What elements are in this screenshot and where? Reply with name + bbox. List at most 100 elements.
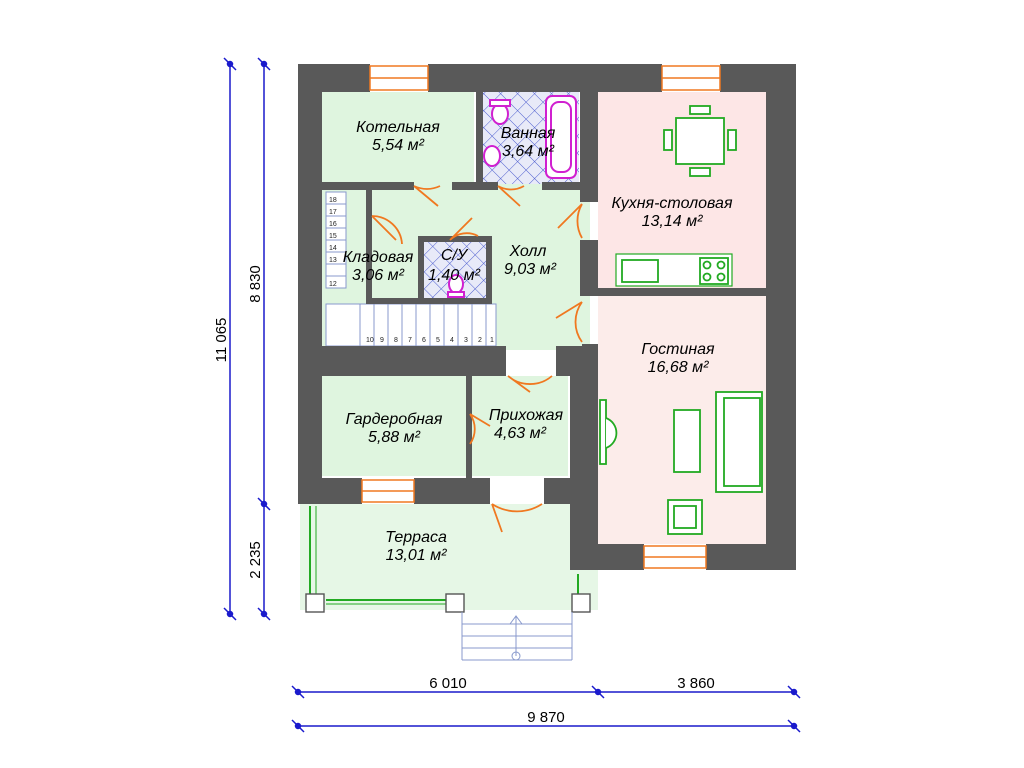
wall-hall-upper-3: [542, 182, 582, 190]
entry-steps: [461, 612, 573, 661]
room-name: Кухня-столовая: [612, 195, 733, 212]
doors: [371, 185, 583, 533]
door-wc: [449, 217, 479, 241]
dimension-label: 6 010: [429, 675, 467, 692]
step-number: 7: [408, 337, 412, 344]
wall-pantry-top-2: [418, 236, 492, 242]
dimension-labels: 6 010 3 860 9 870 11 065 8 830 2 235: [213, 265, 715, 726]
terrace-post: [445, 593, 465, 613]
room-area: 5,54 м²: [372, 137, 425, 154]
dimension-label: 9 870: [527, 709, 565, 726]
step-number: 4: [450, 337, 454, 344]
room-name: Кладовая: [343, 249, 414, 266]
wardrobe-floor: [322, 376, 468, 476]
step-number: 13: [329, 257, 337, 264]
staircase: [325, 191, 497, 347]
room-name: Котельная: [356, 119, 440, 136]
step-number: 18: [329, 197, 337, 204]
stairs-lower-flight: [325, 303, 497, 347]
room-area: 1,40 м²: [428, 267, 481, 284]
room-name: Ванная: [501, 125, 556, 142]
room-area: 3,06 м²: [352, 267, 405, 284]
wall-bottom-mid: [414, 478, 490, 504]
wall-wc-left: [418, 238, 424, 300]
terrace-post: [571, 593, 591, 613]
terrace-post: [305, 593, 325, 613]
wall-wardrobe-right: [466, 376, 472, 478]
wall-bath-left: [476, 92, 483, 184]
dimension-label: 2 235: [247, 541, 264, 579]
chair: [663, 129, 673, 151]
wall-right: [766, 64, 796, 570]
wall-top-mid: [428, 64, 662, 92]
wall-pantry-top: [366, 188, 372, 298]
terrace-floor: [300, 504, 598, 610]
step-number: 12: [329, 281, 337, 288]
dimension-label: 11 065: [213, 318, 230, 363]
room-name: Гардеробная: [346, 411, 443, 428]
wall-hall-upper: [322, 182, 414, 190]
dimension-label: 3 860: [677, 675, 715, 692]
step-number: 3: [464, 337, 468, 344]
lower-step-lines: [359, 304, 487, 346]
wall-left: [298, 64, 322, 504]
door-front: [491, 503, 543, 533]
room-area: 13,14 м²: [642, 213, 703, 230]
tv-icon: [599, 399, 607, 465]
step-number: 14: [329, 245, 337, 252]
room-name: Холл: [509, 243, 547, 260]
wall-bottom-left: [298, 478, 362, 504]
room-area: 9,03 м²: [504, 261, 557, 278]
step-number: 5: [436, 337, 440, 344]
dimension-lines: [223, 57, 801, 733]
step-number: 17: [329, 209, 337, 216]
door-pantry: [371, 215, 403, 245]
door-boiler: [413, 185, 441, 207]
dining-table: [675, 117, 725, 165]
wall-wc-right: [486, 238, 492, 300]
windows: [361, 65, 721, 569]
kitchen-fixtures: [615, 105, 737, 287]
step-number: 15: [329, 233, 337, 240]
room-name: Прихожая: [489, 407, 564, 424]
wall-kitchen-left: [580, 92, 598, 202]
bath-fixtures: [447, 95, 577, 298]
room-name: Терраса: [385, 529, 447, 546]
chair: [727, 129, 737, 151]
wall-living-left-lower: [570, 350, 598, 570]
wall-kitchen-bottom: [598, 288, 766, 296]
room-area: 5,88 м²: [368, 429, 421, 446]
bathtub-inner: [550, 101, 572, 173]
terrace-structure: [305, 506, 591, 613]
walls: [298, 64, 796, 570]
step-number: 6: [422, 337, 426, 344]
room-name: Гостиная: [641, 341, 715, 358]
pantry-floor: [372, 242, 418, 298]
room-name: С/У: [441, 247, 469, 264]
door-bath: [497, 185, 525, 207]
wall-living-bottom-right: [706, 544, 796, 570]
wall-kitchen-left-lower: [580, 240, 598, 296]
step-number: 16: [329, 221, 337, 228]
step-number: 10: [366, 337, 374, 344]
door-wardrobe: [469, 413, 491, 445]
step-number: 9: [380, 337, 384, 344]
chair: [689, 105, 711, 115]
room-area: 16,68 м²: [648, 359, 709, 376]
boiler-room-floor: [322, 92, 474, 184]
stair-numbers-lower: 10 9 8 7 6 5 4 3 2 1: [366, 337, 494, 344]
door-entrance-top: [507, 375, 553, 393]
step-number: 1: [490, 337, 494, 344]
wall-stub-living: [582, 344, 598, 352]
living-furniture: [599, 391, 763, 535]
stair-numbers-upper: 18 17 16 15 14 13 12: [329, 197, 337, 288]
wall-hall-upper-2: [452, 182, 498, 190]
room-area: 4,63 м²: [494, 425, 547, 442]
room-labels: Котельная 5,54 м² Ванная 3,64 м² Кухня-с…: [343, 119, 733, 564]
coffee-table: [673, 409, 701, 473]
sink-icon: [483, 145, 501, 167]
chair: [689, 167, 711, 177]
sink-icon: [621, 259, 659, 283]
room-area: 3,64 м²: [502, 143, 555, 160]
